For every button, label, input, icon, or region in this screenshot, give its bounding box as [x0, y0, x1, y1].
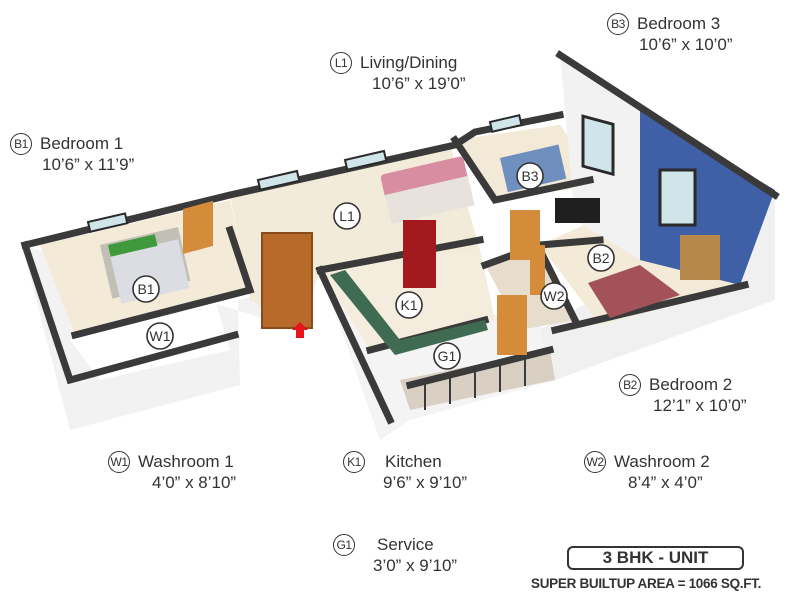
- room-size: 3’0” x 9’10”: [373, 556, 458, 575]
- legend-washroom-2: W2 Washroom 2 8’4” x 4’0”: [584, 451, 710, 493]
- room-name: Washroom 1: [138, 452, 234, 471]
- plan-markers: B1 W1 L1 K1 G1 B3 B2 W2: [132, 162, 615, 370]
- room-code-badge: G1: [333, 534, 355, 556]
- room-code-badge: K1: [343, 451, 365, 473]
- room-size: 10’6” x 11’9”: [42, 155, 135, 174]
- bed-b2: [588, 265, 680, 318]
- legend-bedroom-1: B1 Bedroom 1 10’6” x 11’9”: [10, 133, 134, 175]
- tv-unit: [555, 198, 600, 223]
- room-size: 4’0” x 8’10”: [152, 473, 237, 492]
- marker-l1: L1: [333, 202, 361, 230]
- room-code-badge: B3: [607, 13, 629, 35]
- marker-w1: W1: [146, 322, 174, 350]
- room-size: 9’6” x 9’10”: [383, 473, 468, 492]
- door-g1: [497, 295, 527, 355]
- svg-text:B3: B3: [521, 168, 538, 184]
- room-name: Bedroom 3: [637, 14, 721, 33]
- room-size: 10’6” x 19’0”: [372, 74, 466, 93]
- room-name: Living/Dining: [360, 53, 458, 72]
- room-size: 10’6” x 10’0”: [639, 35, 733, 54]
- room-code-badge: L1: [330, 52, 352, 74]
- room-size: 8’4” x 4’0”: [628, 473, 703, 492]
- legend-bedroom-3: B3 Bedroom 3 10’6” x 10’0”: [607, 13, 733, 55]
- fridge: [403, 220, 436, 288]
- marker-b3: B3: [516, 162, 544, 190]
- room-name: Kitchen: [385, 452, 442, 471]
- bed-b1: [99, 227, 191, 304]
- kitchen-counter: [330, 270, 488, 355]
- entry-arrow-icon: [292, 322, 308, 338]
- marker-k1: K1: [395, 291, 423, 319]
- room-size: 12’1” x 10’0”: [653, 396, 747, 415]
- super-builtup-area: SUPER BUILTUP AREA = 1066 SQ.FT.: [531, 576, 762, 591]
- floor-g1: [400, 350, 555, 410]
- legend-living-dining: L1 Living/Dining 10’6” x 19’0”: [330, 52, 466, 94]
- svg-text:B2: B2: [592, 250, 609, 266]
- legend-kitchen: K1 Kitchen 9’6” x 9’10”: [343, 451, 467, 493]
- room-code-badge: W1: [108, 451, 130, 473]
- wardrobe-b2: [680, 235, 720, 280]
- room-code-badge: W2: [584, 451, 606, 473]
- legend-service: G1 Service 3’0” x 9’10”: [333, 534, 457, 576]
- room-name: Bedroom 2: [649, 375, 733, 394]
- marker-w2: W2: [540, 282, 568, 310]
- marker-g1: G1: [433, 342, 461, 370]
- room-code-badge: B1: [10, 133, 32, 155]
- room-name: Bedroom 1: [40, 134, 124, 153]
- room-code-badge: B2: [619, 374, 641, 396]
- room-name: Washroom 2: [614, 452, 710, 471]
- svg-text:K1: K1: [400, 297, 417, 313]
- marker-b1: B1: [132, 275, 160, 303]
- svg-text:B1: B1: [137, 281, 154, 297]
- room-name: Service: [377, 535, 434, 554]
- unit-type-box: 3 BHK - UNIT: [567, 546, 744, 570]
- marker-b2: B2: [587, 244, 615, 272]
- legend-washroom-1: W1 Washroom 1 4’0” x 8’10”: [108, 451, 236, 493]
- svg-text:G1: G1: [438, 348, 457, 364]
- sofa: [380, 156, 468, 199]
- rug: [385, 175, 475, 225]
- entry-door: [261, 232, 313, 329]
- legend-bedroom-2: B2 Bedroom 2 12’1” x 10’0”: [619, 374, 747, 416]
- svg-text:L1: L1: [339, 208, 355, 224]
- svg-text:W1: W1: [150, 328, 171, 344]
- window-b2: [658, 168, 697, 227]
- svg-text:W2: W2: [544, 288, 565, 304]
- door-w2: [530, 245, 545, 295]
- wall-b2-accent: [640, 110, 775, 285]
- window-b3: [581, 114, 615, 177]
- door-b1: [183, 200, 213, 254]
